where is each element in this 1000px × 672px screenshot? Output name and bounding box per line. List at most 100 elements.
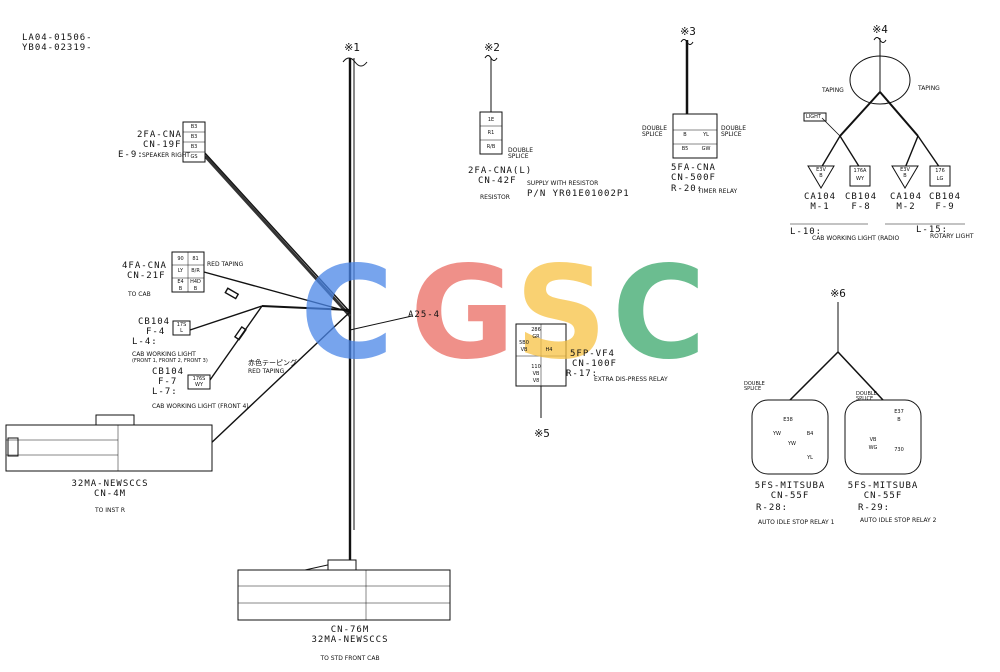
supply-note: SUPPLY WITH RESISTOR	[527, 180, 599, 187]
pin: B3	[190, 124, 198, 130]
pin: B	[897, 417, 901, 423]
ref-marker-5: ※5	[534, 427, 550, 440]
pin: B	[903, 173, 907, 179]
pin: YL	[807, 455, 813, 461]
pin: E3V	[900, 167, 910, 173]
connector-name: 32MA-NEWSCCS	[71, 479, 149, 489]
pin: 81	[192, 256, 199, 262]
connector-name: 5FS-MITSUBA	[754, 481, 826, 491]
pin: B	[819, 173, 823, 179]
destination: TO CAB	[128, 291, 151, 298]
connector-name: CB104	[138, 317, 171, 327]
pin: R/B	[486, 144, 496, 150]
pin: 5B0	[519, 340, 529, 346]
pin: WG	[868, 445, 878, 451]
pin: B	[193, 286, 198, 292]
circuit-desc: ROTARY LIGHT	[930, 233, 974, 240]
pin: L	[180, 328, 183, 334]
pin: 17S	[176, 322, 187, 328]
doc-code: LA04-01506-	[22, 33, 93, 43]
watermark-letter: C	[300, 239, 394, 388]
pin: YL	[703, 132, 709, 138]
circuit-desc: CAB WORKING LIGHT (RADIO	[812, 235, 900, 242]
connector-desc: TIMER RELAY	[698, 188, 738, 195]
pin: E4	[177, 279, 184, 285]
pin: E3V	[816, 167, 826, 173]
circuit-id: R-29:	[858, 503, 891, 513]
destination: TO STD FRONT CAB	[320, 655, 380, 662]
connector-name: 5FP-VF4	[570, 349, 615, 359]
pin: VB	[869, 437, 877, 443]
pin: B/R	[191, 268, 200, 274]
taping-note: RED TAPING	[207, 261, 244, 268]
connector-code: F-7	[158, 377, 178, 387]
connector-code: M-1	[810, 202, 830, 212]
taping-note: TAPING	[918, 85, 940, 92]
destination: TO INST R	[94, 507, 126, 514]
taping-note: TAPING	[822, 87, 844, 94]
connector-name: 5FA-CNA	[671, 163, 716, 173]
connector-name: 4FA-CNA	[122, 261, 167, 271]
circuit-id: E-9:	[118, 150, 144, 160]
watermark-letter: S	[515, 239, 608, 388]
splice-note: DOUBLE SPLICE	[721, 125, 746, 138]
pin: 1E	[487, 117, 495, 123]
connector-code: F-8	[851, 202, 871, 212]
pin: E38	[783, 417, 793, 423]
connector-name: CA104	[803, 192, 837, 202]
connector-desc: CAB WORKING LIGHT	[132, 351, 196, 358]
pin: GS	[190, 154, 198, 160]
connector-desc: CAB WORKING LIGHT (FRONT 4)	[152, 403, 249, 410]
connector-desc-sub: (FRONT 1, FRONT 2, FRONT 3)	[132, 358, 208, 364]
pin: H4D	[190, 279, 201, 285]
pin: H4	[545, 347, 553, 353]
connector-name: 32MA-NEWSCCS	[311, 635, 389, 645]
ref-marker-2: ※2	[484, 41, 500, 54]
pin: WY	[856, 176, 864, 182]
pin: R1	[487, 130, 495, 136]
pin: B3	[190, 134, 198, 140]
pin: B5	[681, 146, 689, 152]
connector-desc: AUTO IDLE STOP RELAY 2	[860, 517, 937, 524]
pin: GW	[701, 146, 711, 152]
connector-desc: EXTRA DIS-PRESS RELAY	[594, 376, 668, 383]
circuit-id: L-10:	[790, 227, 823, 237]
pin: B	[178, 286, 183, 292]
pin: LG	[936, 176, 944, 182]
connector-code: CN-55F	[770, 491, 810, 501]
ref-marker-3: ※3	[680, 25, 696, 38]
pin: 730	[894, 447, 904, 453]
circuit-id: R-20:	[671, 184, 704, 194]
pin: 110	[531, 364, 541, 370]
pin: E37	[894, 409, 904, 415]
connector-code: F-4	[146, 327, 166, 337]
connector-name: CA104	[889, 192, 923, 202]
pin: WY	[195, 382, 203, 388]
splice-note: DOUBLE SPLICE	[744, 381, 765, 392]
connector-code: CN-19F	[143, 140, 182, 150]
watermark-letter: C	[612, 239, 706, 388]
pin: 176	[935, 168, 945, 174]
watermark-letter: G	[410, 239, 516, 388]
pin: B3	[190, 144, 198, 150]
pin: YW	[788, 441, 796, 447]
circuit-id: R-28:	[756, 503, 789, 513]
light-tag: LIGHT	[806, 114, 821, 120]
pin: LY	[177, 268, 184, 274]
circuit-id: L-15:	[916, 225, 949, 235]
pin: 176A	[853, 168, 867, 174]
pin: V8	[532, 378, 540, 384]
ref-marker-6: ※6	[830, 287, 846, 300]
ref-marker-4: ※4	[872, 23, 888, 36]
pin: VB	[532, 371, 540, 377]
ref-marker-1: ※1	[344, 41, 360, 54]
connector-code: CN-4M	[93, 489, 127, 499]
splice-label: A25-4	[408, 310, 441, 320]
connector-code: CN-500F	[671, 173, 716, 183]
connector-name: 5FS-MITSUBA	[847, 481, 919, 491]
pin: B4	[806, 431, 814, 437]
circuit-id: L-7:	[152, 387, 178, 397]
connector-code: CN-42F	[478, 176, 517, 186]
pin: YW	[773, 431, 781, 437]
pin: B	[683, 132, 687, 138]
